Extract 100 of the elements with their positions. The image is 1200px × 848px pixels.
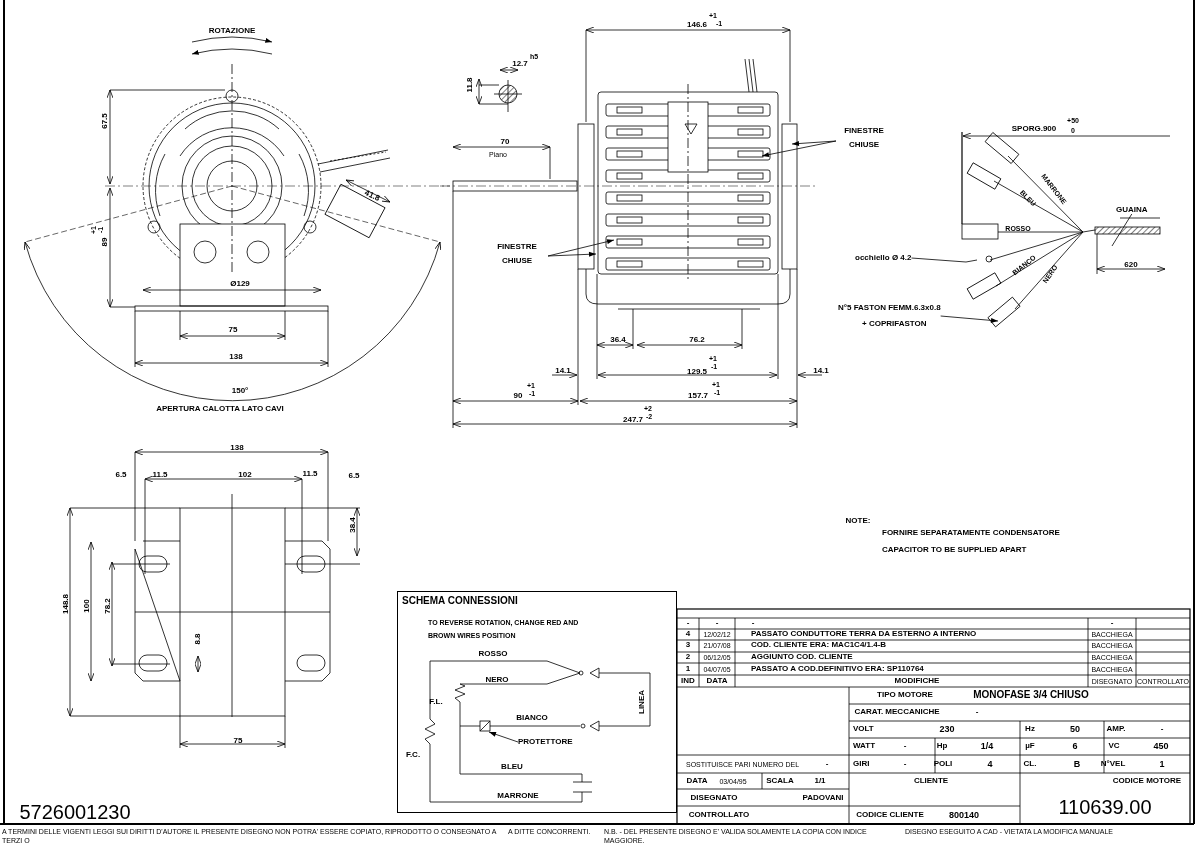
dimension-label: 14.1 [813,367,829,375]
dimension-label: 70 [500,138,510,146]
table-text: VOLT [853,725,874,733]
wire-label: NERO [485,676,509,684]
table-text: Hp [936,742,948,750]
leader-line [488,731,519,743]
dimension-label: 75 [228,326,238,334]
wire-label: BLEU [501,763,523,771]
callout-label: N°5 FASTON FEMM.6.3x0.8 [838,304,941,312]
table-text: - [903,760,907,768]
dimension-label: Ø129 [230,280,250,288]
table-text: GIRI [853,760,870,768]
table-text: - [1110,619,1114,627]
table-text: CONTROLLATO [688,811,750,819]
table-text: PASSATO A COD.DEFINITIVO ERA: SP110764 [751,665,924,673]
dimension-label: 102 [238,471,252,479]
table-text: DATA [686,777,708,785]
table-text: - [975,708,979,716]
table-text: - [686,619,690,627]
table-text: PADOVANI [802,794,844,802]
dimension-label: 150° [231,387,249,395]
dimension-label: 76.2 [689,336,705,344]
table-text: - [1160,725,1164,733]
table-text: CARAT. MECCANICHE [854,708,940,716]
drawing-number: 5726001230 [19,802,131,822]
table-text: MODIFICHE [894,677,940,685]
table-text: 50 [1070,724,1080,734]
dimension-label: 11.5 [302,470,318,478]
dimension-label: 138 [229,353,243,361]
wire-label: MARRONE [497,792,539,800]
table-text: - [751,619,755,627]
dimension-label: 78.2 [104,598,112,614]
line-label: LINEA [638,690,646,714]
callout-label: PROTETTORE [518,738,573,746]
leader-line [940,315,999,323]
table-text: 4 [987,759,993,769]
view-title: APERTURA CALOTTA LATO CAVI [156,405,284,413]
table-text: CODICE CLIENTE [856,811,924,819]
table-text: - [903,742,907,750]
leader-line [911,257,978,263]
table-text: 110639.00 [1058,797,1152,817]
table-text: WATT [853,742,876,750]
table-text: CL. [1023,760,1037,768]
callout-label: GUAINA [1116,206,1148,214]
resistor-label: F.L. [429,698,443,706]
dimension-label: 41.8 [363,189,381,203]
callout-label: occhiello Ø 4.2 [855,254,912,262]
view-title: ROTAZIONE [208,27,256,35]
dimension-label: 138 [230,444,244,452]
resistor-label: F.C. [405,751,421,759]
dimension-label: 6.5 [115,471,127,479]
note-text: CAPACITOR TO BE SUPPLIED APART [882,546,1027,554]
dimension-label: 157.7 [688,392,708,400]
table-text: PASSATO CONDUTTORE TERRA DA ESTERNO A INTERNO [751,630,977,638]
table-text: POLI [933,760,953,768]
dimension-label: 11.5 [152,471,168,479]
table-text: AMP. [1106,725,1126,733]
table-text: N°VEL [1100,760,1126,768]
table-text: 1 [1159,759,1165,769]
dimension-label: SPORG.900 [1011,125,1057,133]
dimension-label: 100 [83,599,91,613]
dimension-label: 38.4 [349,517,357,533]
leader-line [1111,213,1133,247]
table-text: 1/1 [814,777,826,785]
table-text: CLIENTE [913,777,949,785]
table-text: - [825,760,829,768]
dimension-label: 620 [1124,261,1138,269]
table-text: TIPO MOTORE [877,691,933,699]
note-text: FORNIRE SEPARATAMENTE CONDENSATORE [882,529,1060,537]
table-text: DISEGNATO [690,794,738,802]
dimension-label: 89 [101,237,109,247]
dimension-label: 146.6 [687,21,707,29]
callout-label: FINESTRE CHIUSE [486,240,548,272]
table-text: 4 [685,630,691,638]
dimension-label: 11.8 [466,77,474,93]
dimension-label: 247.7 [623,416,643,424]
table-text: AGGIUNTO COD. CLIENTE [751,653,853,661]
schematic-panel [397,591,677,813]
panel-heading: SCHEMA CONNESSIONI [402,596,518,606]
dimension-label: 8.8 [194,633,202,645]
table-text: 1/4 [980,741,994,751]
leader-line [791,140,837,146]
dimension-label: 36.4 [610,336,626,344]
leader-line [761,140,837,158]
table-text: 6 [1072,741,1078,751]
leader-line [547,239,615,257]
dimension-label: 14.1 [555,367,571,375]
dimension-label: 6.5 [348,472,360,480]
dimension-label: 75 [233,737,243,745]
dimension-label: 12.7 [512,60,528,68]
leader-line [547,251,597,257]
table-text: 3 [685,641,691,649]
callout-label: + COPRIFASTON [862,320,927,328]
table-text: - [715,619,719,627]
table-text: VC [1108,742,1120,750]
table-text: CODICE MOTORE [1112,777,1182,785]
note-heading: NOTE: [845,517,871,525]
table-text: 230 [939,724,955,734]
table-text: µF [1025,742,1035,750]
dimension-label: 148.8 [62,594,70,614]
